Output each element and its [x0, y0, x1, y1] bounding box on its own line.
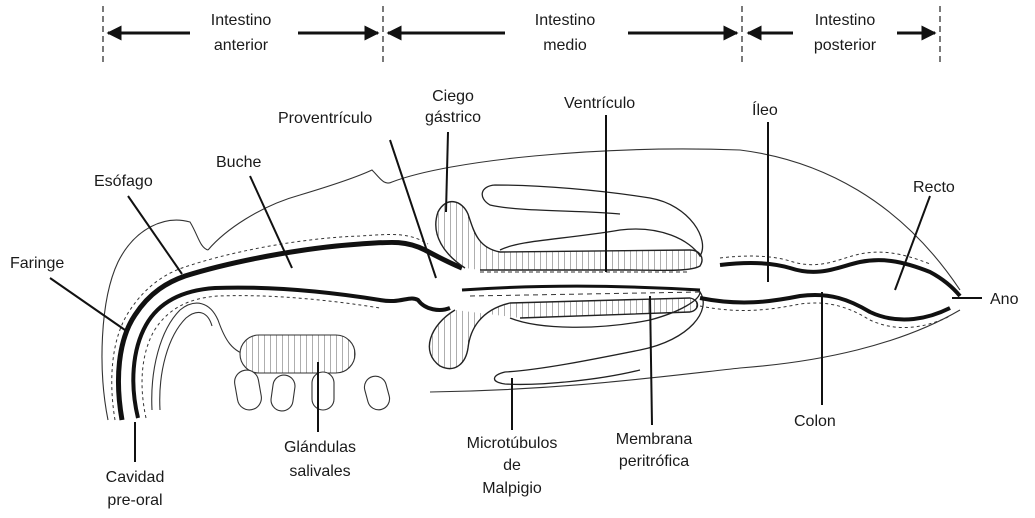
ventriculus-ventral-wall	[462, 286, 700, 290]
section-posterior-line2: posterior	[814, 37, 877, 54]
salivary-gland-body	[240, 335, 355, 373]
salivary-lobe-1	[233, 368, 264, 412]
label-faringe: Faringe	[10, 255, 64, 272]
label-cavidad-line1: Cavidad	[106, 469, 165, 486]
salivary-lobe-3	[312, 372, 334, 410]
label-proventriculo: Proventrículo	[278, 110, 372, 127]
hindgut	[700, 252, 960, 327]
labels: Faringe Esófago Buche Proventrículo Cieg…	[10, 88, 1019, 509]
leader-faringe	[50, 278, 125, 330]
salivary-glands	[152, 303, 392, 412]
gastric-caecum-lower	[429, 298, 697, 369]
label-esofago: Esófago	[94, 173, 153, 190]
label-ileo: Íleo	[752, 100, 778, 119]
salivary-lobe-2	[270, 374, 297, 413]
label-malpigio-line2: de	[503, 457, 521, 474]
leader-ciego	[446, 132, 448, 212]
label-recto: Recto	[913, 179, 955, 196]
label-malpigio-line3: Malpigio	[482, 480, 542, 497]
label-membrana-line2: peritrófica	[619, 453, 689, 470]
midgut	[429, 185, 703, 384]
ileum-dorsal-wall	[720, 260, 960, 296]
body-outline	[102, 149, 960, 420]
leader-membrana	[650, 296, 652, 425]
upper-midgut-loop	[482, 185, 702, 256]
label-glandulas-line1: Glándulas	[284, 439, 356, 456]
leader-recto	[895, 196, 930, 290]
section-medio-line2: medio	[543, 37, 587, 54]
label-glandulas-line2: salivales	[289, 463, 350, 480]
peritrophic-membrane-line	[470, 292, 700, 296]
label-ciego-line2: gástrico	[425, 109, 481, 126]
section-anterior-line2: anterior	[214, 37, 269, 54]
salivary-duct	[152, 303, 250, 410]
label-membrana-line1: Membrana	[616, 431, 693, 448]
label-ventriculo: Ventrículo	[564, 95, 635, 112]
colon-ventral-wall	[700, 295, 950, 320]
label-ano: Ano	[990, 291, 1019, 308]
section-anterior-line1: Intestino	[211, 12, 272, 29]
label-cavidad-line2: pre-oral	[107, 492, 162, 509]
salivary-lobe-4	[362, 374, 392, 413]
leader-proventriculo	[390, 140, 436, 278]
gastric-caecum-upper	[436, 202, 702, 271]
leader-esofago	[128, 196, 182, 274]
label-buche: Buche	[216, 154, 261, 171]
label-malpigio-line1: Microtúbulos	[467, 435, 558, 452]
label-colon: Colon	[794, 413, 836, 430]
label-ciego-line1: Ciego	[432, 88, 474, 105]
section-medio-line1: Intestino	[535, 12, 596, 29]
colon-ventral-cells	[700, 303, 950, 328]
section-posterior-line1: Intestino	[815, 12, 876, 29]
